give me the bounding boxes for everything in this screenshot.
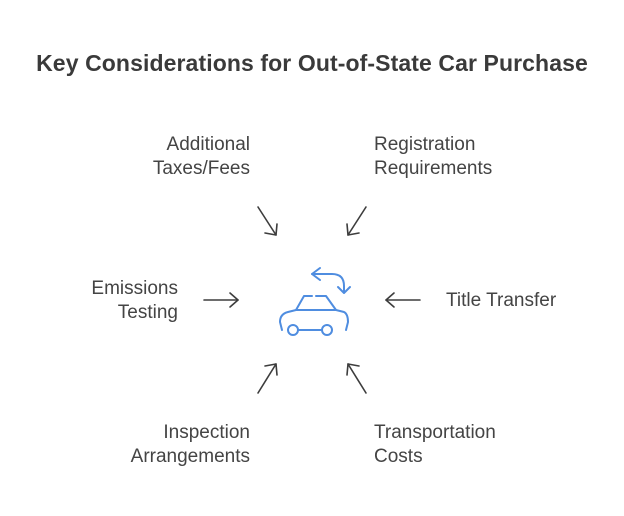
- label-transportation-costs: Transportation Costs: [374, 421, 574, 469]
- label-line: Registration: [374, 134, 476, 155]
- label-line: Costs: [374, 446, 423, 467]
- arrow-registration-to-center: [346, 206, 367, 236]
- label-line: Emissions: [91, 278, 178, 299]
- label-line: Arrangements: [130, 446, 250, 467]
- label-additional-taxes-fees: Additional Taxes/Fees: [100, 133, 250, 181]
- arrow-emissions-to-center: [203, 292, 239, 308]
- label-line: Requirements: [374, 158, 493, 179]
- label-emissions-testing: Emissions Testing: [40, 277, 178, 325]
- label-line: Transportation: [374, 422, 496, 443]
- label-registration-requirements: Registration Requirements: [374, 133, 574, 181]
- label-line: Inspection: [163, 422, 250, 443]
- arrow-transport-to-center: [346, 363, 367, 394]
- label-inspection-arrangements: Inspection Arrangements: [80, 421, 250, 469]
- arrow-inspection-to-center: [257, 363, 278, 394]
- car-transfer-icon: [279, 267, 351, 336]
- arrow-taxes-to-center: [257, 206, 278, 236]
- label-line: Taxes/Fees: [152, 158, 250, 179]
- label-title-transfer: Title Transfer: [446, 289, 606, 313]
- diagram-title: Key Considerations for Out-of-State Car …: [36, 50, 588, 76]
- label-line: Testing: [117, 302, 178, 323]
- label-line: Additional: [166, 134, 250, 155]
- label-line: Title Transfer: [446, 290, 557, 311]
- arrow-title-transfer-to-center: [385, 292, 421, 308]
